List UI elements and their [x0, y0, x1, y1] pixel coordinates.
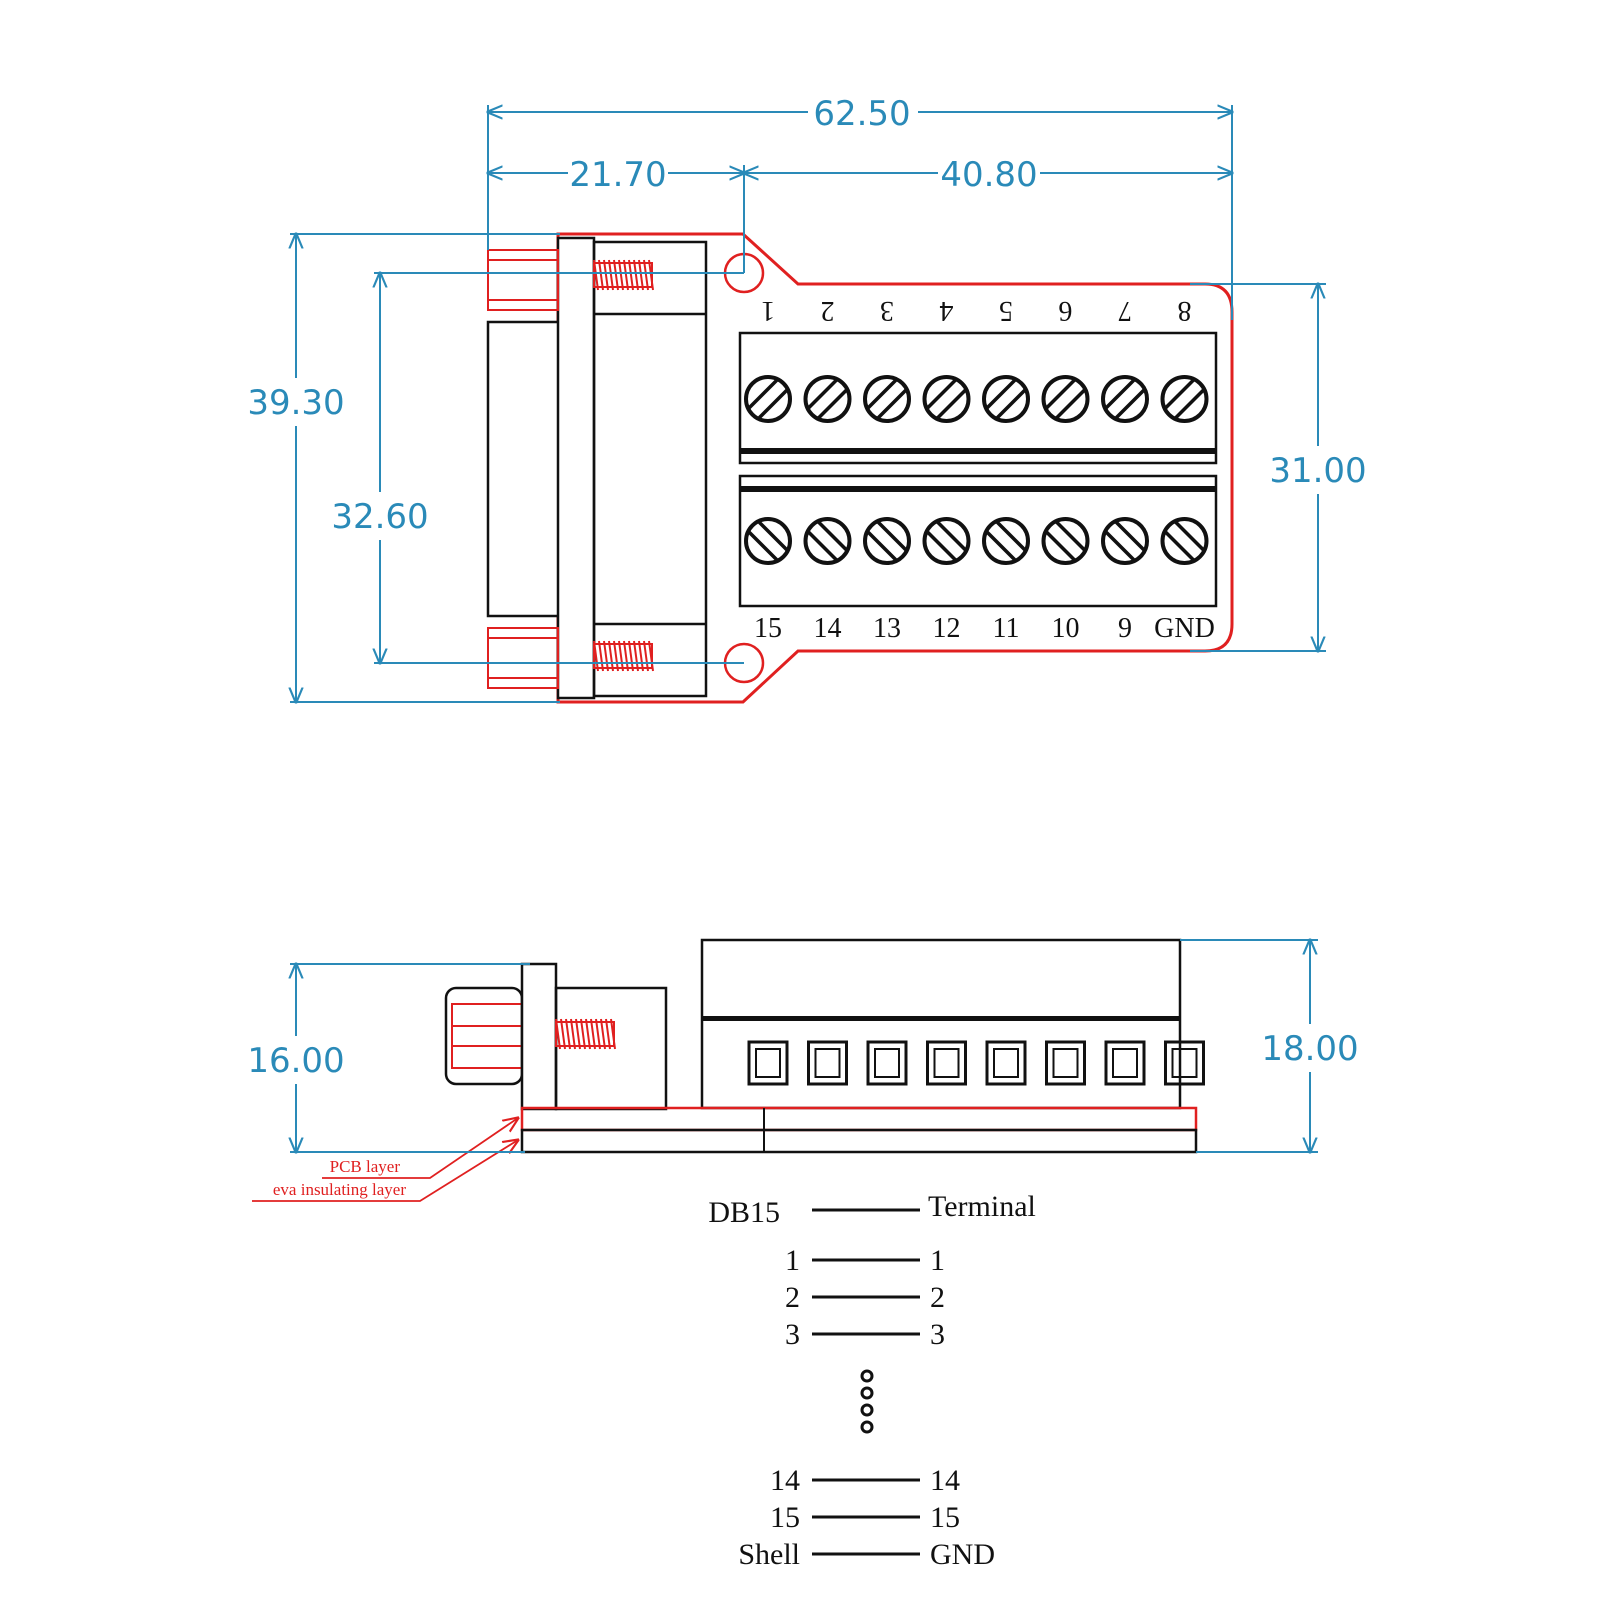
terminal-slot [926, 1040, 967, 1086]
dim-connector-width: 21.70 [569, 155, 666, 195]
wiring-row: 14 14 [770, 1464, 960, 1497]
terminal-screw [1101, 517, 1149, 565]
terminal-screws-top-row [744, 375, 1209, 423]
terminal-block-top [738, 331, 1218, 465]
terminal-screw [863, 517, 911, 565]
pin-label-bottom: 13 [873, 613, 901, 644]
eva-layer-label: eva insulating layer [273, 1180, 406, 1199]
wiring-terminal-pin: 15 [930, 1501, 960, 1534]
connector-flange-side [520, 962, 558, 1111]
wiring-terminal-pin: GND [930, 1538, 995, 1571]
terminal-screw [922, 375, 971, 423]
pcb-layer-side [520, 1106, 1198, 1154]
pin-label-bottom: GND [1154, 613, 1215, 644]
wiring-terminal-pin: 14 [930, 1464, 960, 1497]
terminal-screw [1160, 375, 1209, 423]
terminal-screw [1160, 517, 1209, 565]
top-row-pin-labels: 1 2 3 4 5 6 7 8 [761, 295, 1192, 326]
dim-pcb-height: 31.00 [1269, 451, 1366, 491]
dim-terminal-height: 18.00 [1261, 1029, 1358, 1069]
pin-label-top: 3 [880, 295, 894, 326]
screw-thread-top [593, 259, 654, 291]
dim-overall-height: 39.30 [247, 383, 344, 423]
db15-connector-top [486, 236, 765, 700]
terminal-slot [1045, 1040, 1086, 1086]
terminal-screw [1101, 375, 1149, 423]
connector-body-side [554, 986, 668, 1111]
terminal-slot [866, 1040, 908, 1086]
wiring-row: Shell GND [738, 1538, 995, 1571]
dim-mount-hole-spacing: 32.60 [331, 497, 428, 537]
pin-label-bottom: 15 [754, 613, 782, 644]
terminal-slot [1104, 1040, 1146, 1086]
standoff-bottom [487, 627, 559, 689]
screw-thread-side [555, 1018, 616, 1050]
dimension-lines-top-view [290, 105, 1326, 702]
terminal-slot [1164, 1040, 1205, 1086]
wiring-db15-pin: Shell [738, 1538, 800, 1571]
pin-label-bottom: 14 [814, 613, 842, 644]
wiring-db15-pin: 15 [770, 1501, 800, 1534]
terminal-screw [744, 517, 792, 565]
pcb-layer-label: PCB layer [330, 1157, 401, 1176]
pin-label-bottom: 9 [1118, 613, 1132, 644]
pin-label-top: 8 [1178, 295, 1192, 326]
terminal-screws-bottom-row [744, 517, 1209, 565]
pin-label-top: 7 [1118, 295, 1132, 326]
screw-thread-bottom [593, 640, 654, 672]
pin-label-top: 2 [821, 295, 835, 326]
dim-connector-height: 16.00 [247, 1041, 344, 1081]
pin-label-bottom: 12 [933, 613, 961, 644]
terminal-screw [982, 517, 1030, 565]
dim-terminal-width: 40.80 [940, 155, 1037, 195]
wiring-terminal-pin: 2 [930, 1281, 945, 1314]
side-view: PCB layer eva insulating layer 16.00 18.… [247, 940, 1359, 1202]
bottom-row-pin-labels: 15 14 13 12 11 10 9 GND [754, 613, 1215, 644]
terminal-screw [922, 517, 971, 565]
terminal-screw [1041, 517, 1090, 565]
pin-label-top: 6 [1059, 295, 1073, 326]
terminal-screw [744, 375, 792, 423]
terminal-screw [982, 375, 1030, 423]
dimension-lines-side-view [290, 940, 1318, 1152]
wiring-db15-pin: 3 [785, 1318, 800, 1351]
connector-knob-side [444, 986, 524, 1086]
layer-leaders [252, 1118, 518, 1202]
terminal-screw [803, 517, 852, 565]
ellipsis-dots [860, 1369, 874, 1434]
wiring-db15-pin: 2 [785, 1281, 800, 1314]
pin-label-top: 5 [999, 295, 1013, 326]
pin-label-top: 4 [940, 295, 954, 326]
terminal-screw [803, 375, 852, 423]
wiring-db15-pin: 14 [770, 1464, 800, 1497]
pin-label-bottom: 11 [993, 613, 1020, 644]
wiring-header-left: DB15 [708, 1196, 780, 1229]
wiring-db15-pin: 1 [785, 1244, 800, 1277]
terminal-block-bottom [738, 474, 1218, 608]
terminal-slot [985, 1040, 1027, 1086]
terminal-slots-side [747, 1040, 1205, 1086]
wiring-terminal-pin: 1 [930, 1244, 945, 1277]
terminal-screw [863, 375, 911, 423]
dim-overall-width: 62.50 [813, 94, 910, 134]
wiring-header-right: Terminal [928, 1190, 1036, 1223]
terminal-slot [747, 1040, 789, 1086]
pin-label-top: 1 [761, 295, 775, 326]
pin-label-bottom: 10 [1052, 613, 1080, 644]
terminal-slot [807, 1040, 848, 1086]
wiring-terminal-pin: 3 [930, 1318, 945, 1351]
standoff-top [487, 249, 559, 311]
terminal-screw [1041, 375, 1090, 423]
